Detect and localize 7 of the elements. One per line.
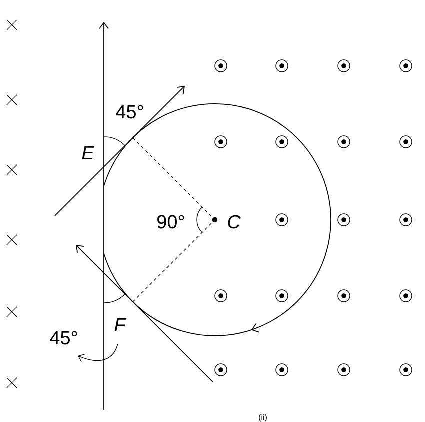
text-label: 90° bbox=[158, 215, 184, 229]
text-label: 45° bbox=[50, 331, 78, 345]
text-label: 45° bbox=[116, 105, 144, 119]
text-label: C bbox=[228, 215, 241, 229]
text-label: F bbox=[114, 318, 127, 332]
text-label: E bbox=[82, 146, 95, 160]
text-label: (ii) bbox=[259, 414, 267, 422]
